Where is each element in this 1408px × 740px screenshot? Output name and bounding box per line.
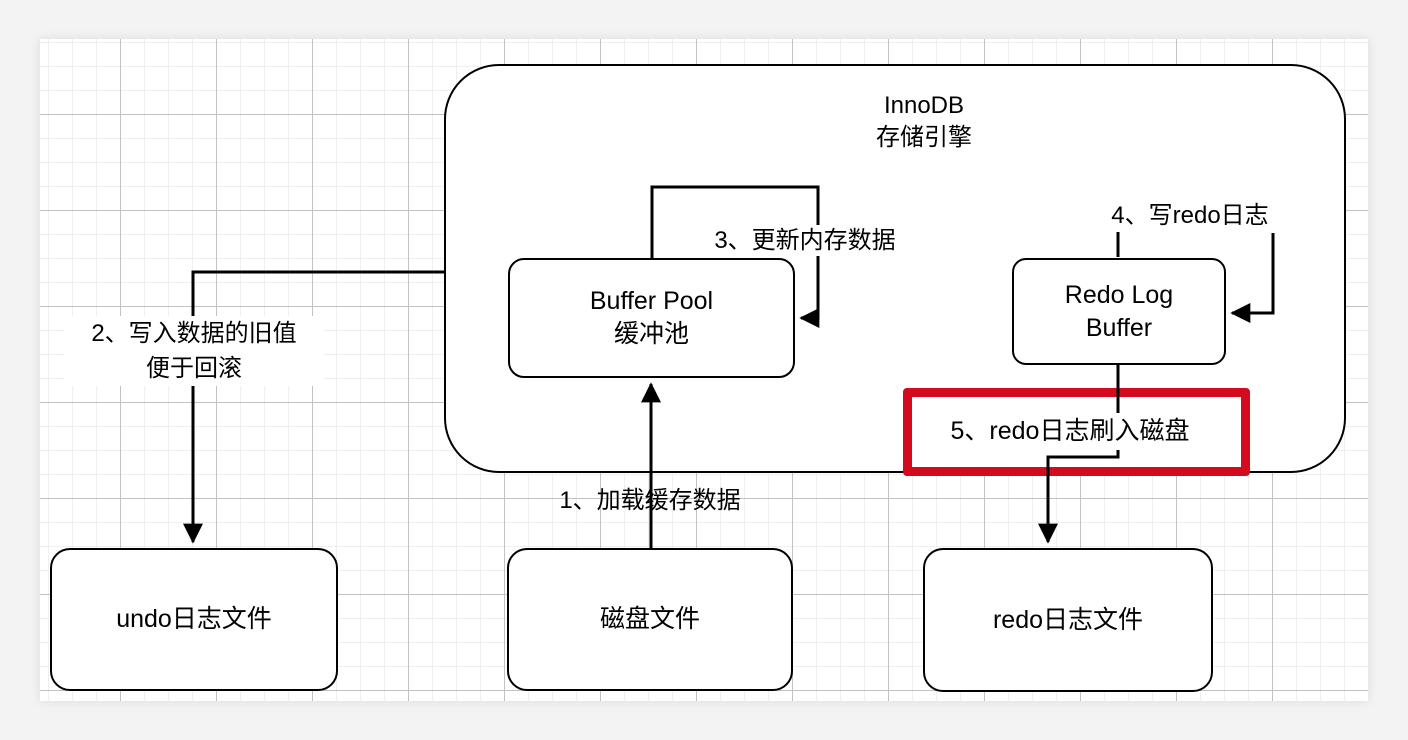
undo-log-file-node: undo日志文件 [50, 548, 338, 691]
step-2-label-line2: 便于回滚 [146, 355, 242, 382]
disk-file-node: 磁盘文件 [507, 548, 793, 691]
redo-log-buffer-label-line2: Buffer [1085, 313, 1153, 342]
redo-log-buffer-node: Redo Log Buffer [1012, 258, 1226, 365]
innodb-title-line1: InnoDB [883, 92, 965, 119]
buffer-pool-label-line2: 缓冲池 [613, 320, 689, 348]
step-5-label: 5、redo日志刷入磁盘 [920, 413, 1220, 450]
step-4-label: 4、写redo日志 [1080, 200, 1300, 231]
buffer-pool-node: Buffer Pool 缓冲池 [508, 258, 795, 378]
undo-log-file-label: undo日志文件 [116, 605, 272, 633]
redo-log-file-node: redo日志文件 [923, 548, 1213, 692]
buffer-pool-label-line1: Buffer Pool [589, 287, 714, 315]
step-2-label-line1: 2、写入数据的旧值 [91, 320, 297, 347]
disk-file-label: 磁盘文件 [599, 605, 700, 633]
innodb-title-line2: 存储引擎 [876, 124, 972, 151]
redo-log-buffer-label-line1: Redo Log [1064, 280, 1174, 309]
innodb-container-title: InnoDB 存储引擎 [774, 90, 1074, 154]
step-1-label: 1、加载缓存数据 [559, 487, 741, 514]
redo-log-file-label: redo日志文件 [992, 605, 1144, 634]
step-3-label: 3、更新内存数据 [699, 225, 911, 256]
step-2-label: 2、写入数据的旧值 便于回滚 [64, 316, 324, 386]
